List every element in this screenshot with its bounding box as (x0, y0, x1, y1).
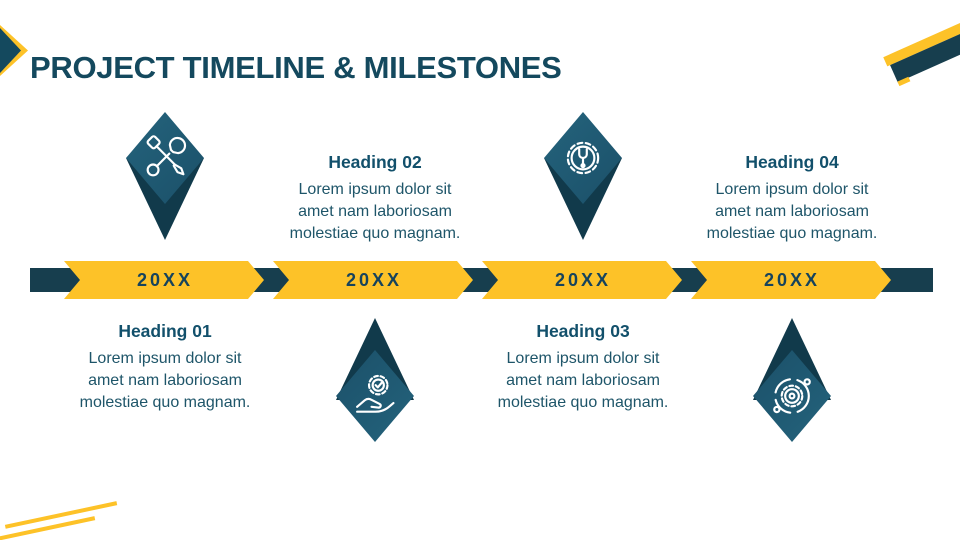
milestone-text-1: Heading 01 Lorem ipsum dolor sit amet na… (50, 321, 280, 413)
milestone-heading: Heading 03 (536, 321, 630, 341)
milestone-heading: Heading 01 (118, 321, 212, 341)
milestone-text-3: Heading 03 Lorem ipsum dolor sit amet na… (468, 321, 698, 413)
milestone-body-line: molestiae quo magnam. (706, 224, 878, 242)
hand-gear-icon (349, 370, 401, 422)
tools-icon (139, 132, 191, 184)
milestone-body-line: Lorem ipsum dolor sit (506, 350, 660, 367)
milestone-body-line: amet nam laboriosam (506, 371, 660, 389)
milestone-text-4: Heading 04 Lorem ipsum dolor sit amet na… (677, 152, 907, 244)
milestone-body-line: Lorem ipsum dolor sit (298, 181, 452, 198)
milestone-marker-4 (747, 318, 837, 446)
milestone-body-line: amet nam laboriosam (715, 202, 869, 220)
milestone-marker-1 (120, 112, 210, 240)
gear-orbit-icon (766, 370, 818, 422)
timeline-year-banner-2: 20XX (273, 261, 473, 299)
timeline-year-banner-3: 20XX (482, 261, 682, 299)
page-title: PROJECT TIMELINE & MILESTONES (30, 49, 562, 85)
milestone-marker-2 (330, 318, 420, 446)
bottom-accent-line (0, 516, 96, 540)
milestone-body-line: Lorem ipsum dolor sit (715, 181, 869, 198)
milestone-body-line: molestiae quo magnam. (79, 393, 251, 411)
milestone-body-line: amet nam laboriosam (88, 371, 242, 389)
milestone-body-line: Lorem ipsum dolor sit (88, 350, 242, 367)
milestone-heading: Heading 02 (328, 152, 422, 172)
milestone-marker-3 (538, 112, 628, 240)
milestone-body-line: molestiae quo magnam. (497, 393, 669, 411)
timeline-year-banner-4: 20XX (691, 261, 891, 299)
milestone-body-line: amet nam laboriosam (298, 202, 452, 220)
milestone-body-line: molestiae quo magnam. (289, 224, 461, 242)
corner-stripes-decoration (883, 0, 960, 87)
milestone-heading: Heading 04 (745, 152, 839, 172)
milestone-text-2: Heading 02 Lorem ipsum dolor sit amet na… (260, 152, 490, 244)
gear-wrench-icon (557, 132, 609, 184)
timeline-year-banner-1: 20XX (64, 261, 264, 299)
